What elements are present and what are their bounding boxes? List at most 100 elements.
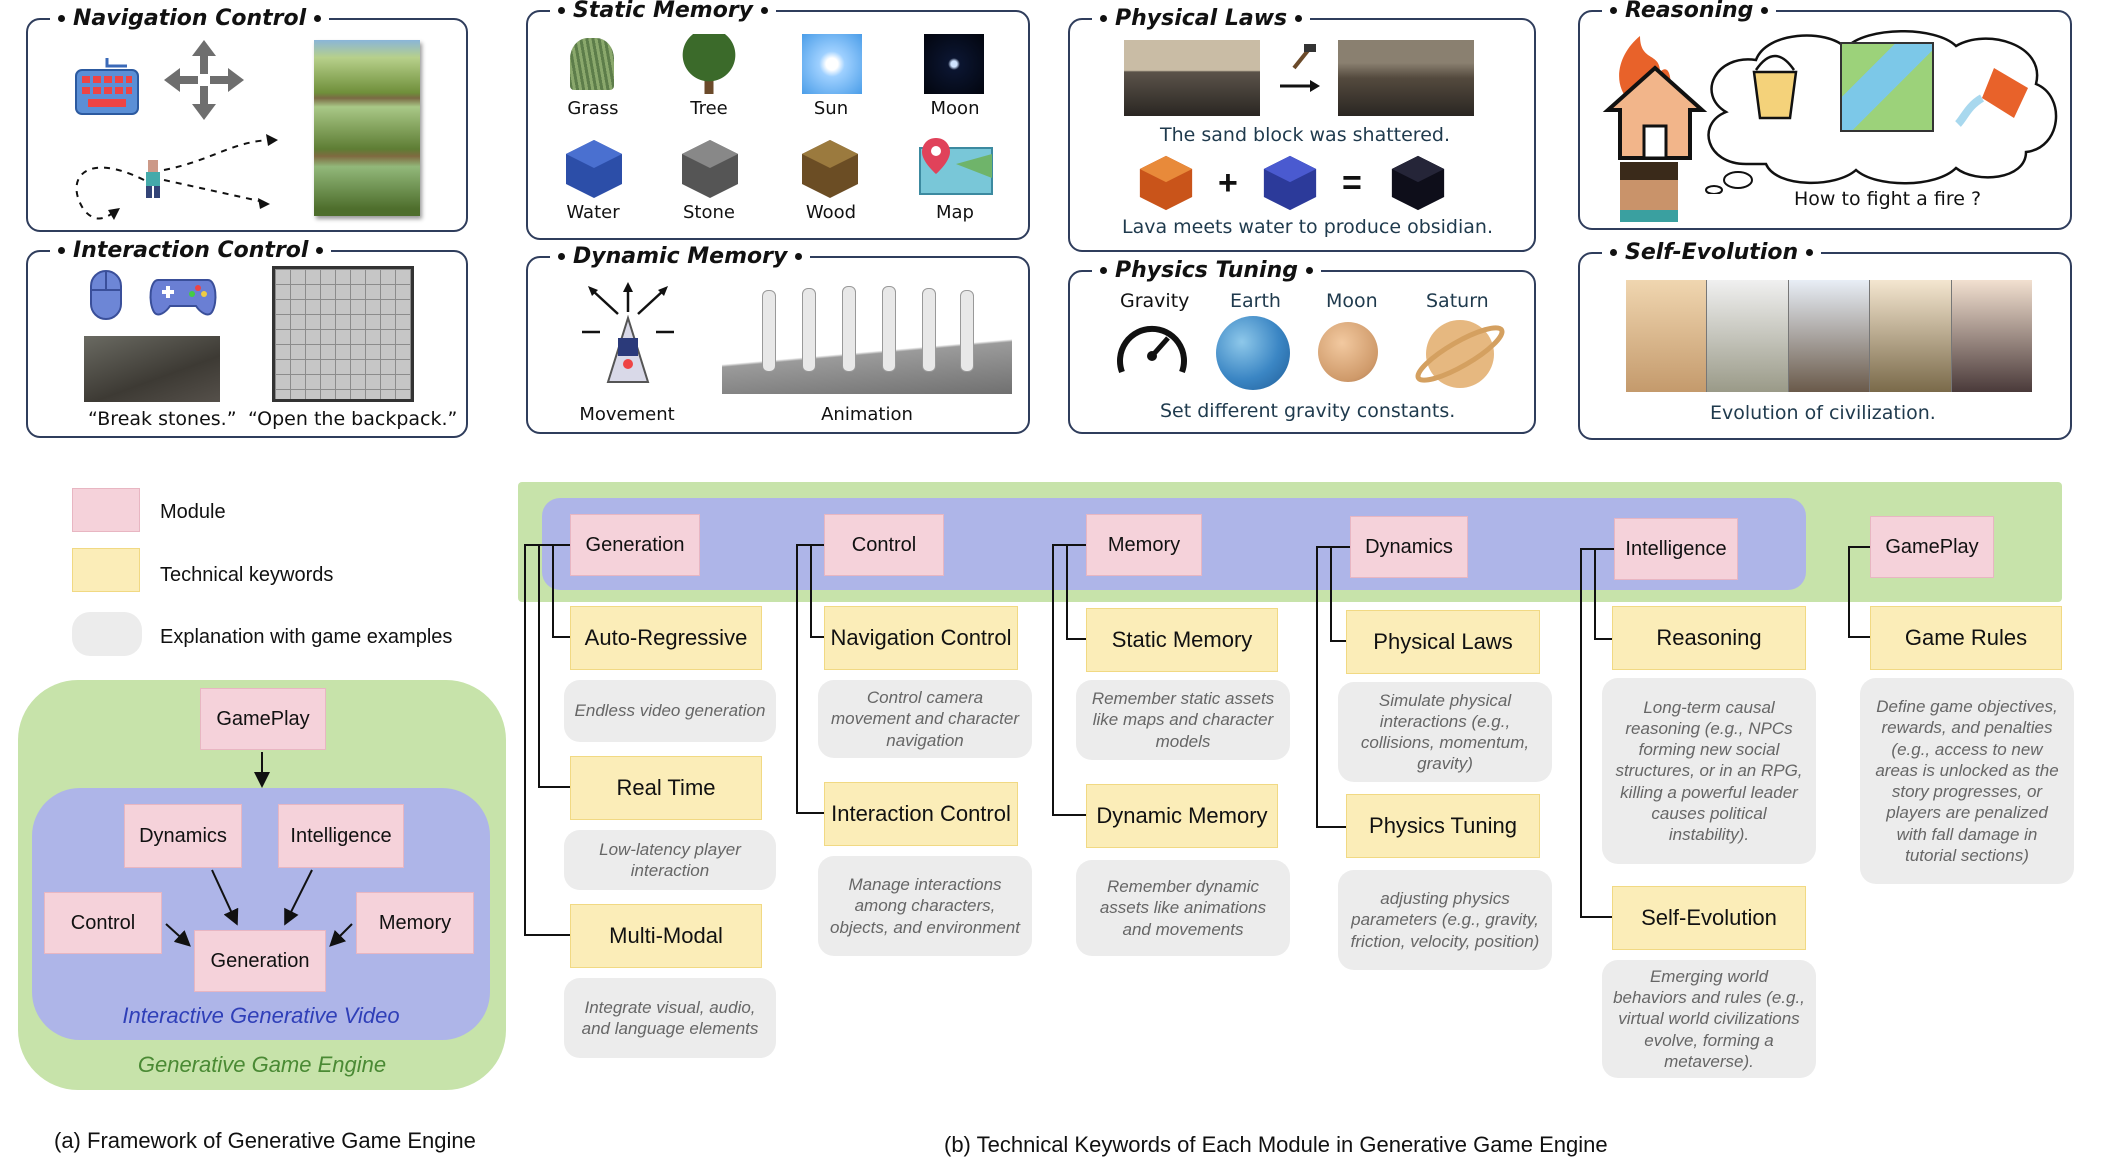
keyword-real-time: Real Time — [570, 756, 762, 820]
static-item-label: Tree — [690, 98, 728, 119]
self-evolution-panel: Self-Evolution Evolution of civilization… — [1578, 240, 2072, 440]
example-auto-regressive: Endless video generation — [564, 680, 776, 742]
physical-laws-panel: Physical Laws The sand block was shatter… — [1068, 6, 1536, 252]
sun-image — [802, 34, 862, 94]
panel-title: Self-Evolution — [1625, 240, 1799, 265]
moon-planet-image — [1318, 322, 1378, 382]
grass-image — [570, 38, 614, 90]
backpack-screenshot — [272, 266, 414, 402]
static-item-label: Grass — [567, 98, 619, 119]
generative-game-engine-label: Generative Game Engine — [137, 1052, 387, 1077]
example-game-rules: Define game objectives, rewards, and pen… — [1860, 678, 2074, 884]
framework-intelligence: Intelligence — [278, 804, 404, 868]
module-memory: Memory — [1086, 514, 1202, 576]
keywords-caption: (b) Technical Keywords of Each Module in… — [944, 1132, 1608, 1157]
tuning-label: Gravity — [1120, 290, 1190, 312]
movement-icon — [582, 282, 674, 383]
framework-dynamics: Dynamics — [124, 804, 242, 868]
keyword-physics-tuning: Physics Tuning — [1346, 794, 1540, 858]
navigation-control-panel: Navigation Control — [26, 6, 468, 232]
panel-title: Reasoning — [1625, 0, 1754, 23]
gamepad-icon — [149, 279, 217, 316]
water-block-image — [566, 140, 622, 198]
keyword-physical-laws: Physical Laws — [1346, 610, 1540, 674]
panel-title: Interaction Control — [73, 238, 309, 263]
framework-generation: Generation — [194, 930, 326, 992]
module-generation: Generation — [570, 514, 700, 576]
framework-arrows — [165, 752, 353, 947]
mouse-icon — [90, 270, 122, 320]
module-control: Control — [824, 514, 944, 576]
interaction-control-panel: Interaction Control “Break stones.” “Ope… — [26, 238, 468, 438]
legend-explanation-label: Explanation with game examples — [160, 626, 453, 648]
lava-block-image — [1139, 155, 1193, 211]
burning-house-icon — [1602, 36, 1708, 160]
dynamic-item-label: Animation — [821, 404, 913, 425]
static-item-label: Stone — [683, 202, 735, 223]
legend-explanation-swatch — [72, 612, 142, 656]
example-interaction-control: Manage interactions among characters, ob… — [818, 856, 1032, 956]
legend-keywords-label: Technical keywords — [160, 564, 334, 586]
keyword-navigation-control: Navigation Control — [824, 606, 1018, 670]
bucket-icon — [1752, 54, 1798, 120]
keyword-reasoning: Reasoning — [1612, 606, 1806, 670]
gauge-icon — [1117, 325, 1187, 374]
example-multi-modal: Integrate visual, audio, and language el… — [564, 978, 776, 1058]
physical-caption-2: Lava meets water to produce obsidian. — [1122, 216, 1494, 238]
example-reasoning: Long-term causal reasoning (e.g., NPCs f… — [1602, 678, 1816, 864]
legend-module-label: Module — [160, 501, 226, 523]
tree-image — [682, 34, 736, 94]
reasoning-panel: Reasoning How to fight a fire ? — [1578, 0, 2072, 230]
evolution-caption: Evolution of civilization. — [1710, 402, 1936, 424]
water-bucket-pour-icon — [1954, 68, 2028, 127]
framework-memory: Memory — [356, 892, 474, 954]
interaction-caption-1: “Break stones.” — [88, 408, 237, 430]
equals-sign: = — [1342, 164, 1362, 202]
example-self-evolution: Emerging world behaviors and rules (e.g.… — [1602, 960, 1816, 1078]
panel-title: Physical Laws — [1115, 6, 1288, 31]
move-arrows-icon — [164, 40, 244, 120]
static-item-label: Map — [936, 202, 974, 223]
example-real-time: Low-latency player interaction — [564, 830, 776, 890]
framework-control: Control — [44, 892, 162, 954]
interaction-caption-2: “Open the backpack.” — [248, 408, 458, 430]
interactive-generative-video-label: Interactive Generative Video — [122, 1003, 400, 1028]
obsidian-block-image — [1391, 155, 1445, 211]
legend-module-swatch — [72, 488, 140, 532]
keyword-static-memory: Static Memory — [1086, 608, 1278, 672]
sand-block-before-image — [1124, 40, 1260, 116]
dynamic-item-label: Movement — [579, 404, 675, 425]
earth-image — [1216, 316, 1290, 390]
legend-keywords-swatch — [72, 548, 140, 592]
character-face-image — [1620, 162, 1678, 222]
panel-title: Static Memory — [573, 0, 754, 23]
stone-block-image — [682, 140, 738, 198]
static-item-label: Moon — [930, 98, 980, 119]
keyword-multi-modal: Multi-Modal — [570, 904, 762, 968]
pickaxe-arrow-icon — [1280, 44, 1320, 92]
sand-block-after-image — [1338, 40, 1474, 116]
river-map-image — [1840, 42, 1934, 132]
physical-caption-1: The sand block was shattered. — [1160, 124, 1450, 146]
tuning-label: Earth — [1230, 290, 1281, 312]
framework-gameplay: GamePlay — [200, 688, 326, 750]
reasoning-caption: How to fight a fire ? — [1794, 188, 1982, 210]
panel-title: Navigation Control — [73, 6, 307, 31]
panel-title: Physics Tuning — [1115, 258, 1299, 283]
example-static-memory: Remember static assets like maps and cha… — [1076, 680, 1290, 760]
example-physics-tuning: adjusting physics parameters (e.g., grav… — [1338, 870, 1552, 970]
example-physical-laws: Simulate physical interactions (e.g., co… — [1338, 682, 1552, 782]
static-item-label: Water — [566, 202, 620, 223]
break-stones-screenshot — [84, 336, 220, 402]
game-screenshots — [314, 40, 420, 216]
tuning-label: Moon — [1326, 290, 1378, 312]
plus-sign: + — [1218, 164, 1238, 202]
panel-title: Dynamic Memory — [573, 244, 788, 269]
framework-caption: (a) Framework of Generative Game Engine — [54, 1128, 476, 1153]
water-block-image — [1263, 155, 1317, 211]
tuning-caption: Set different gravity constants. — [1160, 400, 1456, 422]
map-icon — [919, 138, 993, 195]
static-memory-panel: Static Memory Grass Tree Sun Moon Water … — [526, 0, 1030, 240]
keyword-dynamic-memory: Dynamic Memory — [1086, 784, 1278, 848]
tuning-label: Saturn — [1426, 290, 1489, 312]
